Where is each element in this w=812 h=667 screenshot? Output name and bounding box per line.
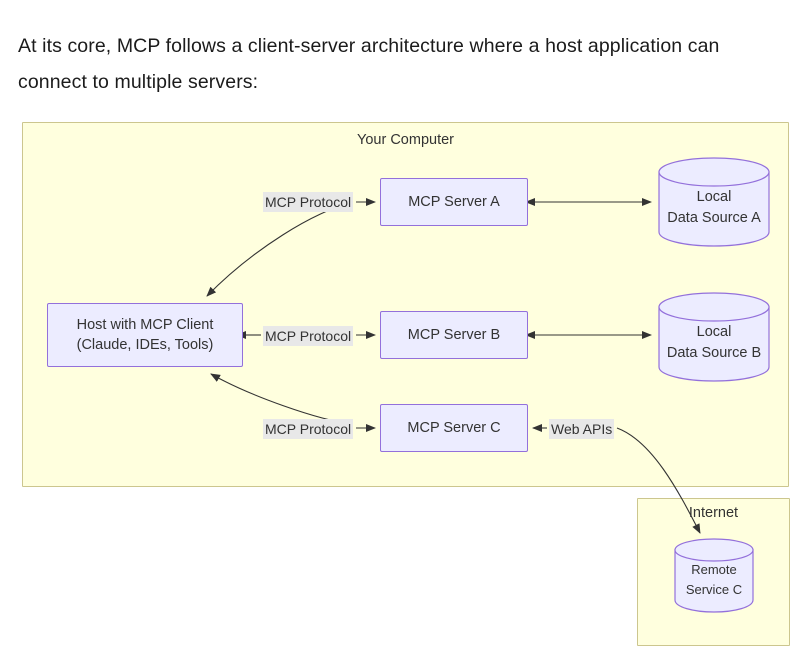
node-db-b-line2: Data Source B xyxy=(666,344,762,361)
node-db-c-line1: Remote xyxy=(691,561,737,577)
node-remote-service-c[interactable]: Remote Service C xyxy=(673,537,755,613)
cluster-your-computer-label: Your Computer xyxy=(357,132,454,148)
node-host-line1: Host with MCP Client xyxy=(76,317,214,333)
node-local-data-source-a[interactable]: Local Data Source A xyxy=(657,156,771,248)
node-db-a-line1: Local xyxy=(696,188,732,205)
edge-label-mcp-protocol-b: MCP Protocol xyxy=(263,326,354,346)
cluster-internet: Internet xyxy=(637,498,790,646)
node-db-a-line2: Data Source A xyxy=(667,209,761,226)
cylinder-icon xyxy=(658,292,770,382)
edge-label-web-apis: Web APIs xyxy=(549,419,615,439)
node-mcp-server-a[interactable]: MCP Server A xyxy=(380,178,528,226)
node-host-line2: (Claude, IDEs, Tools) xyxy=(76,337,214,353)
node-db-b-line1: Local xyxy=(696,323,732,340)
cluster-internet-label: Internet xyxy=(688,505,739,521)
node-mcp-server-a-label: MCP Server A xyxy=(408,194,500,210)
node-mcp-server-c-label: MCP Server C xyxy=(407,420,501,436)
node-local-data-source-b[interactable]: Local Data Source B xyxy=(657,291,771,383)
node-mcp-server-c[interactable]: MCP Server C xyxy=(380,404,528,452)
edge-label-mcp-protocol-a: MCP Protocol xyxy=(263,192,354,212)
node-host-with-mcp-client[interactable]: Host with MCP Client (Claude, IDEs, Tool… xyxy=(47,303,243,367)
node-mcp-server-b[interactable]: MCP Server B xyxy=(380,311,528,359)
node-local-data-source-a-text: Local Data Source A xyxy=(657,156,771,248)
node-db-c-line2: Service C xyxy=(685,581,743,597)
edge-label-mcp-protocol-c: MCP Protocol xyxy=(263,419,354,439)
node-local-data-source-b-text: Local Data Source B xyxy=(657,291,771,383)
node-mcp-server-b-label: MCP Server B xyxy=(407,327,501,343)
cylinder-icon xyxy=(658,157,770,247)
node-remote-service-c-text: Remote Service C xyxy=(673,537,755,613)
cylinder-icon xyxy=(674,538,754,613)
intro-paragraph: At its core, MCP follows a client-server… xyxy=(18,34,720,93)
